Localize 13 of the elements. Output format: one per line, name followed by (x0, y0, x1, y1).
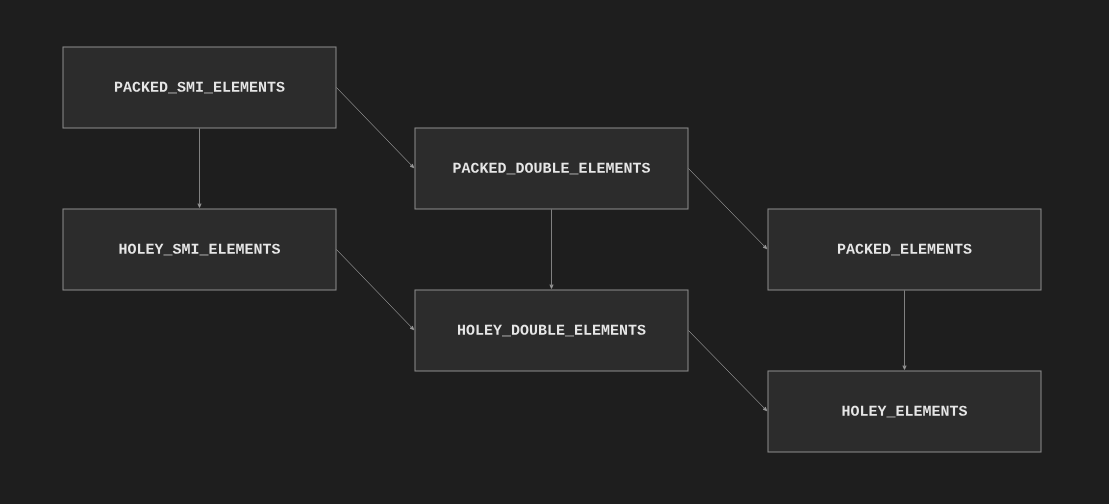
process-box: HOLEY_SMI_ELEMENTS (62, 208, 337, 291)
process-box: PACKED_SMI_ELEMENTS (62, 46, 337, 129)
process-box: HOLEY_DOUBLE_ELEMENTS (414, 289, 689, 372)
arrow (549, 209, 554, 289)
arrow (902, 290, 907, 370)
arrow (197, 128, 202, 208)
process-box: PACKED_ELEMENTS (767, 208, 1042, 291)
arrow (336, 87, 415, 169)
process-box: HOLEY_ELEMENTS (767, 370, 1042, 453)
process-box: PACKED_DOUBLE_ELEMENTS (414, 127, 689, 210)
arrow (336, 249, 415, 331)
arrow (688, 168, 768, 250)
arrow (688, 330, 768, 412)
